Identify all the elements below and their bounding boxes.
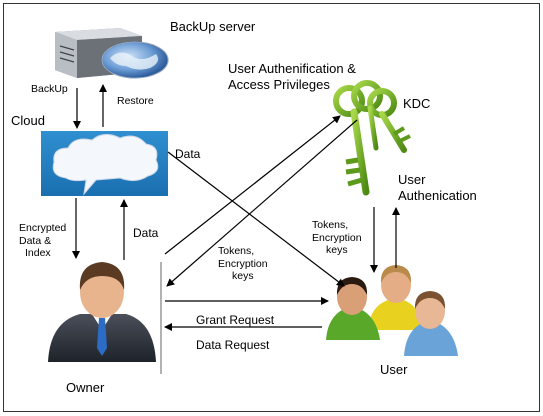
data-cloud-user-edge-label: Data [175, 147, 201, 161]
restore-edge-label: Restore [117, 95, 154, 107]
owner-person-icon [48, 262, 156, 362]
tokens-kdc-owner-label: Tokens, Encryption keys [218, 245, 268, 283]
cloud-label: Cloud [11, 113, 45, 128]
backup-server-label: BackUp server [170, 19, 256, 34]
arrow-owner-kdc [164, 115, 341, 255]
cloud-icon [41, 131, 168, 196]
backup-edge-label: BackUp [31, 83, 68, 95]
arrow-data-cloud-user [167, 151, 345, 287]
user-authentication-access-label: User Authenification & Access Privileges [228, 61, 356, 92]
arrow-kdc-owner [166, 119, 358, 287]
user-group-icon [326, 265, 458, 356]
grant-request-label: Grant Request [196, 313, 275, 327]
user-authentication-label: User Authenication [398, 172, 477, 203]
kdc-label: KDC [403, 96, 431, 111]
data-request-label: Data Request [196, 338, 270, 352]
edges [72, 84, 400, 374]
kdc-keys-icon [333, 80, 411, 196]
diagram-frame [3, 3, 540, 412]
tokens-kdc-user-label: Tokens, Encryption keys [312, 219, 362, 257]
backup-server-icon [55, 28, 169, 79]
encrypted-data-index-label: Encrypted Data & Index [19, 222, 67, 260]
user-label: User [380, 362, 408, 377]
data-owner-cloud-edge-label: Data [133, 226, 159, 240]
owner-label: Owner [66, 380, 105, 395]
